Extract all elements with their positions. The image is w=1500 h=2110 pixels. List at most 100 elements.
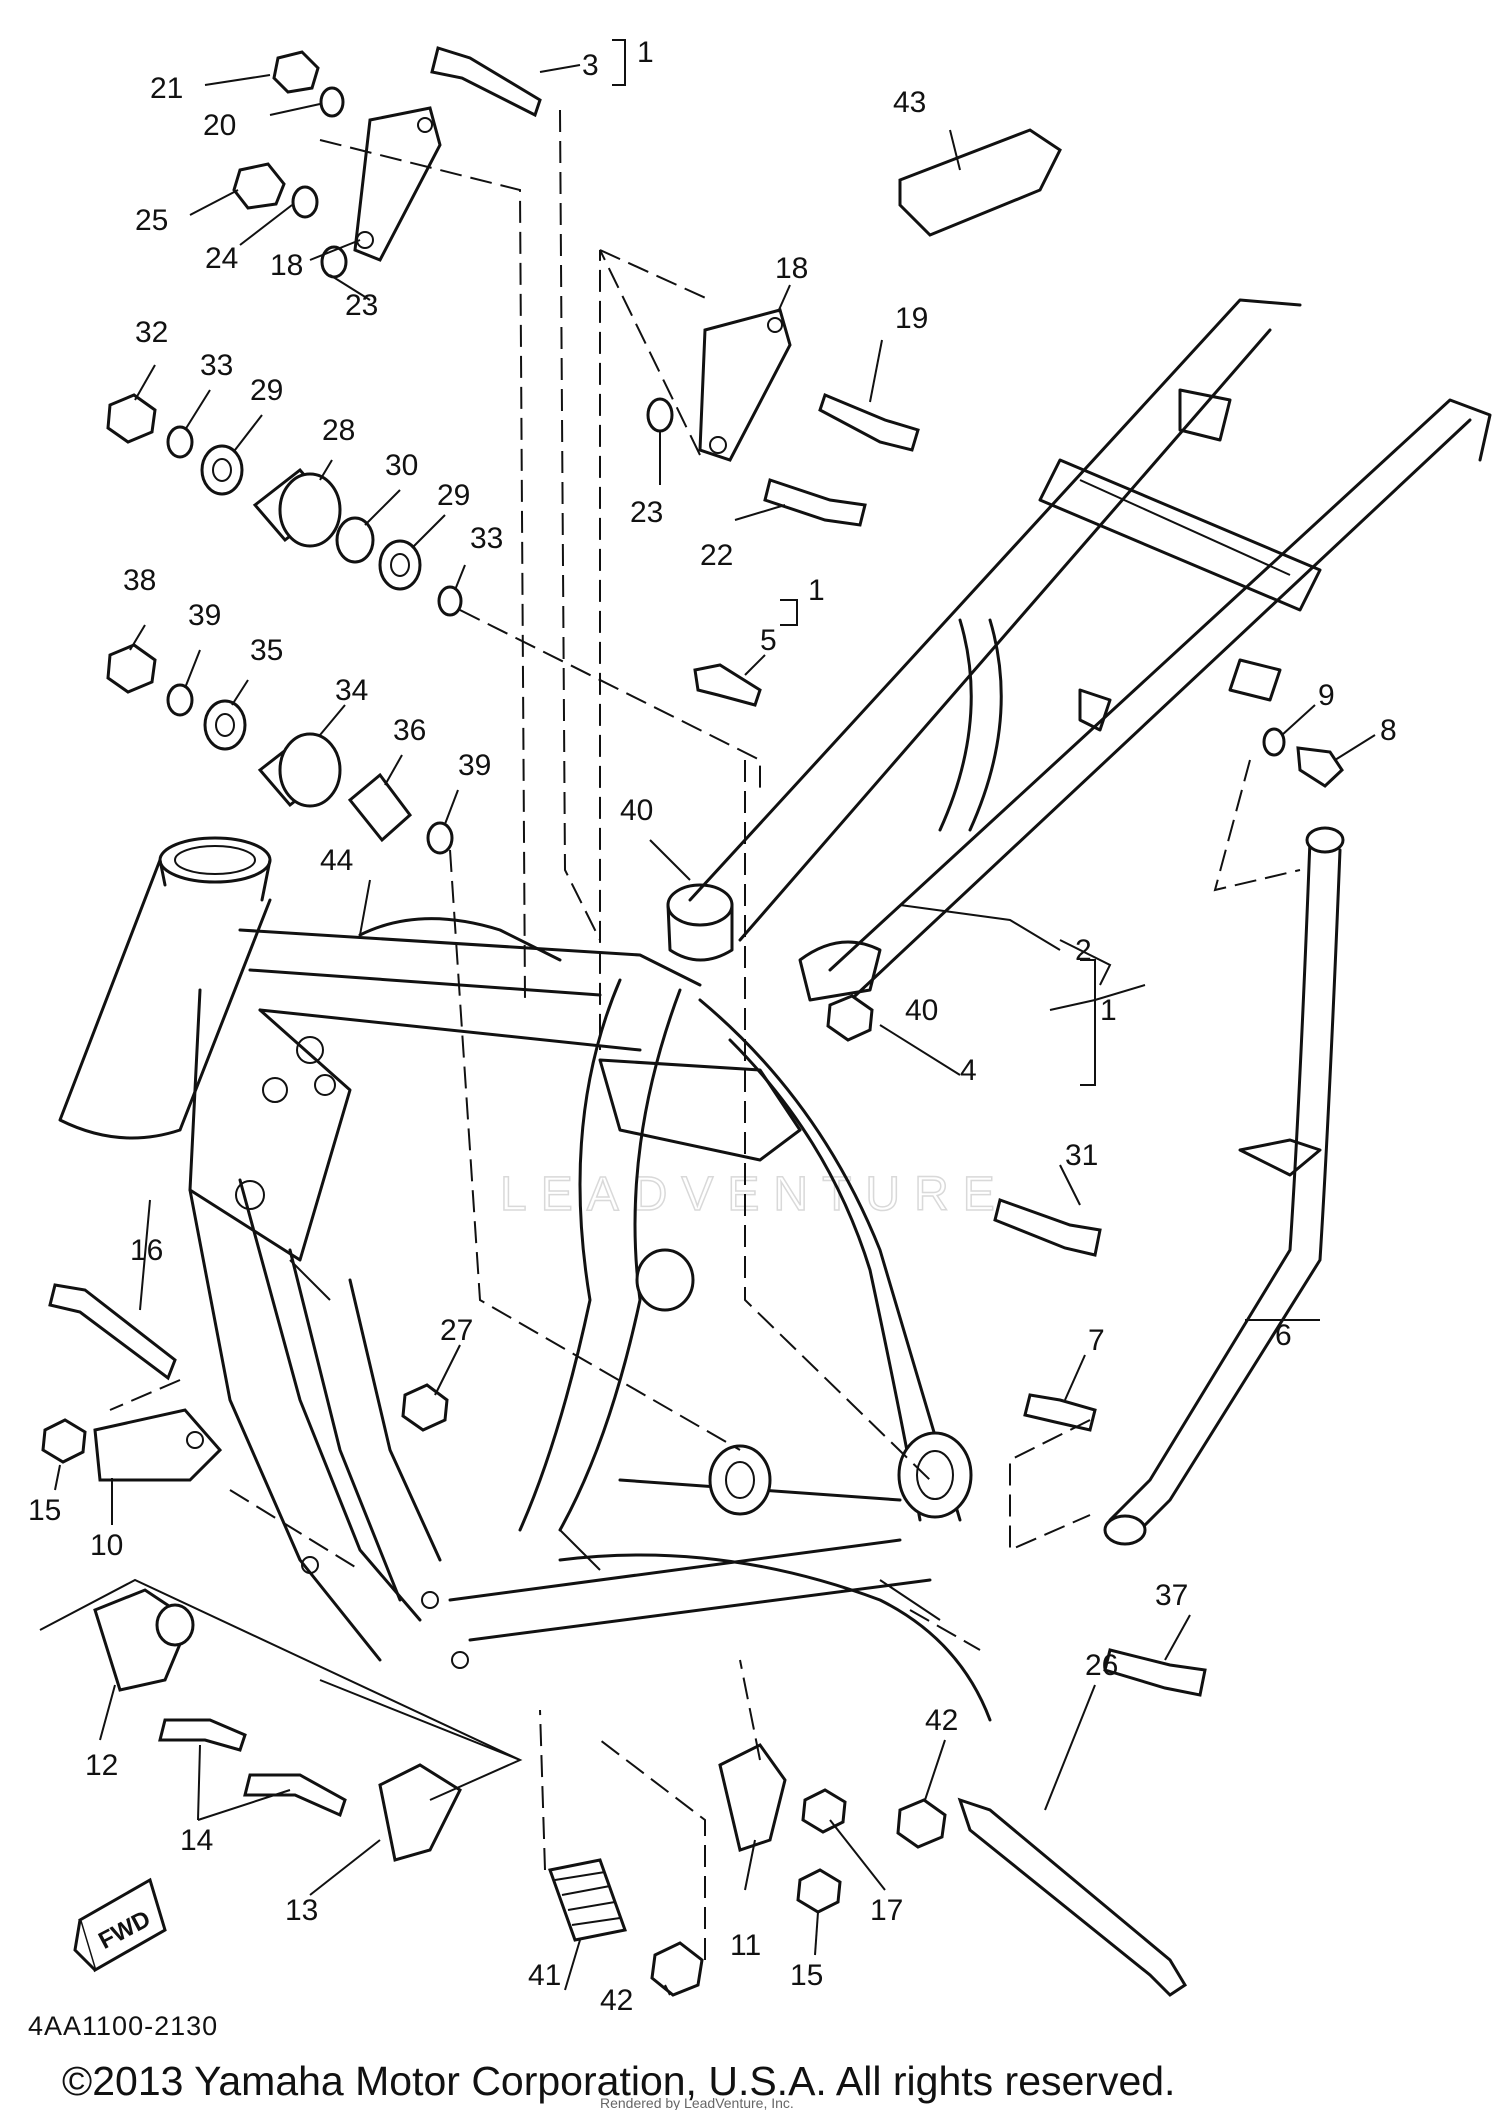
bolt-7 [1023, 1393, 1097, 1432]
nut-4 [826, 994, 874, 1042]
block-43 [898, 128, 1062, 237]
bolt-16 [48, 1283, 177, 1381]
nut-21 [272, 50, 320, 94]
callout-36: 36 [393, 714, 426, 747]
callout-22: 22 [700, 539, 733, 572]
callout-21: 21 [150, 72, 183, 105]
bolt-8 [1296, 746, 1344, 788]
callout-33-lower: 33 [470, 522, 503, 555]
nut-38 [106, 643, 157, 694]
group-marker-bolt-5: 1 [808, 574, 825, 607]
callout-26: 26 [1085, 1649, 1118, 1682]
bolt-19 [818, 392, 920, 452]
callout-38: 38 [123, 564, 156, 597]
callout-1-frame: 1 [1100, 994, 1117, 1027]
callout-23-upper: 23 [345, 289, 378, 322]
callout-7: 7 [1088, 1324, 1105, 1357]
callout-23-lower: 23 [630, 496, 663, 529]
callout-39-right: 39 [458, 749, 491, 782]
bracket-18b [698, 308, 792, 462]
callout-43: 43 [893, 86, 926, 119]
bolt-14b [243, 1773, 347, 1818]
callout-32: 32 [135, 316, 168, 349]
fwd-arrow-icon: FWD [73, 1877, 167, 1973]
bolt-5 [693, 663, 762, 707]
rear-subframe [688, 298, 1492, 1012]
nut-15a [41, 1418, 87, 1464]
callout-10: 10 [90, 1529, 123, 1562]
callout-5: 5 [760, 624, 777, 657]
bolt-26 [957, 1797, 1188, 1997]
washer-24 [291, 185, 319, 219]
plate-11 [718, 1743, 787, 1852]
washer-39b [426, 821, 454, 855]
callout-35: 35 [250, 634, 283, 667]
nut-15b [796, 1868, 842, 1914]
nut-27 [401, 1383, 449, 1432]
rendered-by: Rendered by LeadVenture, Inc. [600, 2095, 794, 2110]
loose-parts: FWD [41, 46, 1344, 1997]
nut-25 [232, 162, 286, 210]
callout-labels: 21 20 25 24 18 23 3 43 32 33 29 28 30 29… [28, 36, 1397, 2017]
washer-9 [1262, 727, 1286, 757]
nut-17 [801, 1788, 847, 1834]
callout-29-lower: 29 [437, 479, 470, 512]
washer-39a [166, 683, 194, 717]
nut-42b [650, 1941, 704, 1997]
callout-20: 20 [203, 109, 236, 142]
callout-40-lower: 40 [905, 994, 938, 1027]
washer-33b [437, 585, 463, 617]
callout-39-left: 39 [188, 599, 221, 632]
callout-27: 27 [440, 1314, 473, 1347]
callout-2: 2 [1075, 934, 1092, 967]
callout-41: 41 [528, 1959, 561, 1992]
callout-24: 24 [205, 242, 238, 275]
subassembly-outline [39, 1578, 523, 1801]
bracket-13 [378, 1763, 462, 1862]
main-frame [58, 836, 992, 1722]
callout-33-upper: 33 [200, 349, 233, 382]
spacer-30 [335, 516, 375, 564]
callout-40-upper: 40 [620, 794, 653, 827]
spacer-36 [347, 772, 413, 843]
callout-18-upper: 18 [270, 249, 303, 282]
callout-18-lower: 18 [775, 252, 808, 285]
group-marker-bolt-3: 1 [637, 36, 654, 69]
copyright-notice: ©2013 Yamaha Motor Corporation, U.S.A. A… [62, 2058, 1175, 2104]
callout-28: 28 [322, 414, 355, 447]
callout-29-upper: 29 [250, 374, 283, 407]
washer-20 [319, 86, 345, 118]
callout-17: 17 [870, 1894, 903, 1927]
plate-10 [93, 1408, 223, 1482]
bearing-29a [200, 444, 244, 496]
callout-8: 8 [1380, 714, 1397, 747]
callout-34: 34 [335, 674, 368, 707]
bearing-29b [378, 539, 422, 591]
bracket-18a [353, 106, 442, 262]
callout-16: 16 [130, 1234, 163, 1267]
callout-44: 44 [320, 844, 353, 877]
down-tube-stay [1103, 826, 1345, 1546]
nut-42a [896, 1798, 947, 1849]
callout-3: 3 [582, 49, 599, 82]
nut-32 [106, 393, 157, 444]
washer-33a [166, 425, 194, 459]
callout-14: 14 [180, 1824, 213, 1857]
callout-11: 11 [730, 1929, 761, 1962]
washer-23a [320, 245, 348, 279]
bolt-31 [993, 1198, 1102, 1257]
callout-15-lower: 15 [790, 1959, 823, 1992]
bolt-14a [158, 1718, 247, 1752]
callout-42-lower: 42 [600, 1984, 633, 2017]
callout-12: 12 [85, 1749, 118, 1782]
callout-37: 37 [1155, 1579, 1188, 1612]
callout-42-right: 42 [925, 1704, 958, 1737]
washer-23b [646, 397, 674, 433]
bearing-35 [203, 699, 247, 751]
callout-4: 4 [960, 1054, 977, 1087]
callout-30: 30 [385, 449, 418, 482]
bolt-37 [1103, 1648, 1207, 1697]
callout-19: 19 [895, 302, 928, 335]
callout-9: 9 [1318, 679, 1335, 712]
